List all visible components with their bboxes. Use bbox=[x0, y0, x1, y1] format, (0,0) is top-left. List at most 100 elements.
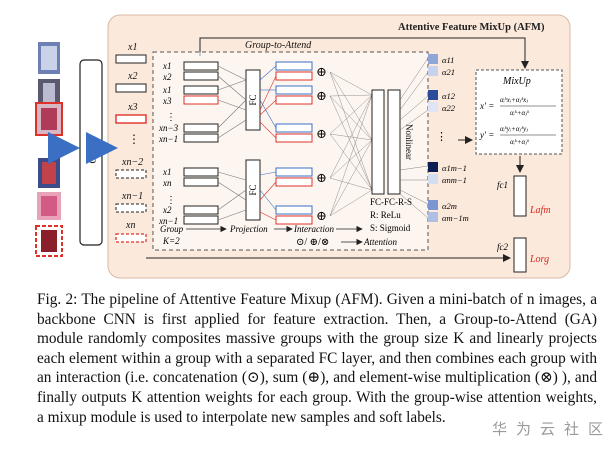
sigmoid-label: S: Sigmoid bbox=[370, 223, 411, 233]
mixup-box bbox=[475, 69, 563, 155]
group-ellipsis: ⋮ bbox=[166, 112, 176, 123]
feature-label: x2 bbox=[127, 71, 137, 82]
fc-label: FC bbox=[248, 94, 258, 105]
group-element-label: x2 bbox=[162, 72, 172, 82]
feature-column: x1 x2 x3 ⋮ xn−2 xn−1 xn bbox=[115, 42, 147, 243]
attention-connections bbox=[329, 71, 373, 217]
fc-to-projection-lines bbox=[259, 65, 277, 221]
group-element-label: xn−1 bbox=[158, 134, 178, 144]
alpha-label: α12 bbox=[442, 91, 456, 101]
fc-fc-rs-label: FC-FC-R-S bbox=[370, 197, 412, 207]
sum-op-icon: ⊕ bbox=[316, 88, 327, 103]
nonlinear-block-a bbox=[371, 89, 385, 195]
projected-vector bbox=[275, 177, 313, 187]
figure-caption: Fig. 2: The pipeline of Attentive Featur… bbox=[37, 291, 597, 426]
mixup-title: MixUp bbox=[502, 76, 531, 87]
relu-label: R: ReLu bbox=[370, 210, 401, 220]
mixup-x-numerator: αᵢᵏxᵢ+αⱼᵏxⱼ bbox=[500, 96, 528, 104]
alpha-label: α22 bbox=[442, 103, 456, 113]
alpha-cell bbox=[428, 162, 438, 172]
stage-ops-label: ⊙/ ⊕/⊗ bbox=[296, 237, 329, 248]
group-vector bbox=[183, 133, 219, 143]
group-vector bbox=[183, 61, 219, 71]
projected-vector bbox=[275, 205, 313, 215]
fc1-block bbox=[513, 175, 527, 217]
projected-vector bbox=[275, 85, 313, 95]
group-element-label: x1 bbox=[162, 167, 172, 177]
stage-interaction-label: Interaction bbox=[293, 224, 334, 234]
afm-title: Attentive Feature MixUp (AFM) bbox=[398, 22, 545, 33]
group-to-fc-lines bbox=[217, 65, 247, 221]
alpha-cell bbox=[428, 54, 438, 64]
mixup-x-lhs: x′ = bbox=[479, 101, 494, 111]
group-element-label: x1 bbox=[162, 61, 172, 71]
group-vector bbox=[183, 167, 219, 177]
feature-label: xn−2 bbox=[121, 157, 143, 168]
alpha-cell bbox=[428, 200, 438, 210]
group-element-label: x1 bbox=[162, 85, 172, 95]
alpha-cell bbox=[428, 102, 438, 112]
nonlinear-block-b bbox=[387, 89, 401, 195]
feature-vector bbox=[115, 203, 147, 213]
alpha-cell bbox=[428, 212, 438, 222]
feature-vector bbox=[115, 54, 147, 64]
stage-attention-label: Attention bbox=[363, 237, 397, 247]
attention-weights: α11 α21 α12 α22 ⋮ α1m−1 αnm−1 α2m αm−1m bbox=[428, 54, 469, 223]
mixup-y-denominator: αᵢᵏ+αⱼᵏ bbox=[510, 138, 530, 146]
ga-label: Group-to-Attend bbox=[245, 40, 312, 51]
watermark: 华为云社区 bbox=[492, 420, 613, 438]
bypass-arrow bbox=[199, 37, 529, 69]
alpha-label: αm−1m bbox=[442, 213, 469, 223]
fc-label: FC bbox=[248, 184, 258, 195]
input-images: ⋮ bbox=[35, 42, 63, 257]
loss-afm-label: Lafm bbox=[529, 205, 551, 216]
group-vector bbox=[183, 85, 219, 95]
feature-label: xn−1 bbox=[121, 191, 143, 202]
feature-ellipsis: ⋮ bbox=[128, 132, 140, 146]
projected-vector bbox=[275, 215, 313, 225]
group-vector bbox=[183, 215, 219, 225]
group-element-label: x3 bbox=[162, 96, 172, 106]
alpha-label: αnm−1 bbox=[442, 175, 467, 185]
feature-label: xn bbox=[125, 220, 135, 231]
feature-vector bbox=[115, 169, 147, 179]
fc1-label: fc1 bbox=[497, 180, 508, 190]
group-vector bbox=[183, 123, 219, 133]
alpha-label: α2m bbox=[442, 201, 457, 211]
input-image-detail bbox=[42, 162, 56, 184]
group-vector bbox=[183, 205, 219, 215]
projected-vector bbox=[275, 123, 313, 133]
feature-vector bbox=[115, 83, 147, 93]
alpha-cell bbox=[428, 174, 438, 184]
nonlinear-to-alpha-lines bbox=[399, 57, 429, 219]
stage-group-label: Group bbox=[160, 224, 184, 234]
sum-op-icon: ⊕ bbox=[316, 126, 327, 141]
alpha-label: α1m−1 bbox=[442, 163, 467, 173]
alpha-cell bbox=[428, 66, 438, 76]
alpha-label: α21 bbox=[442, 67, 455, 77]
group-element-label: xn−3 bbox=[158, 123, 179, 133]
feature-label: x3 bbox=[127, 102, 137, 113]
input-image-detail bbox=[41, 196, 57, 216]
input-image-detail bbox=[41, 46, 57, 70]
feature-vector-selected bbox=[115, 114, 147, 124]
stage-projection-label: Projection bbox=[229, 224, 268, 234]
images-ellipsis: ⋮ bbox=[44, 137, 56, 151]
projected-vector bbox=[275, 71, 313, 81]
stage-k-label: K=2 bbox=[162, 236, 180, 246]
input-image-detail bbox=[41, 108, 57, 130]
cnn-label: CNN bbox=[87, 140, 99, 163]
projected-vector bbox=[275, 133, 313, 143]
group-element-label: x2 bbox=[162, 205, 172, 215]
nonlinear-label: Nonlinear bbox=[404, 124, 414, 160]
group-vector-selected bbox=[183, 95, 219, 105]
sum-op-icon: ⊕ bbox=[316, 64, 327, 79]
loss-org-label: Lorg bbox=[529, 254, 549, 265]
group-ellipsis: ⋮ bbox=[166, 195, 176, 206]
feature-label: x1 bbox=[127, 42, 137, 53]
input-image-detail bbox=[43, 83, 55, 103]
afm-pipeline-figure: Attentive Feature MixUp (AFM) ⋮ CNN x1 x… bbox=[35, 14, 571, 279]
sum-op-icon: ⊕ bbox=[316, 170, 327, 185]
group-top: x1 x2 x1 x3 ⋮ xn−3 xn−1 bbox=[158, 61, 219, 144]
projected-vector bbox=[275, 95, 313, 105]
